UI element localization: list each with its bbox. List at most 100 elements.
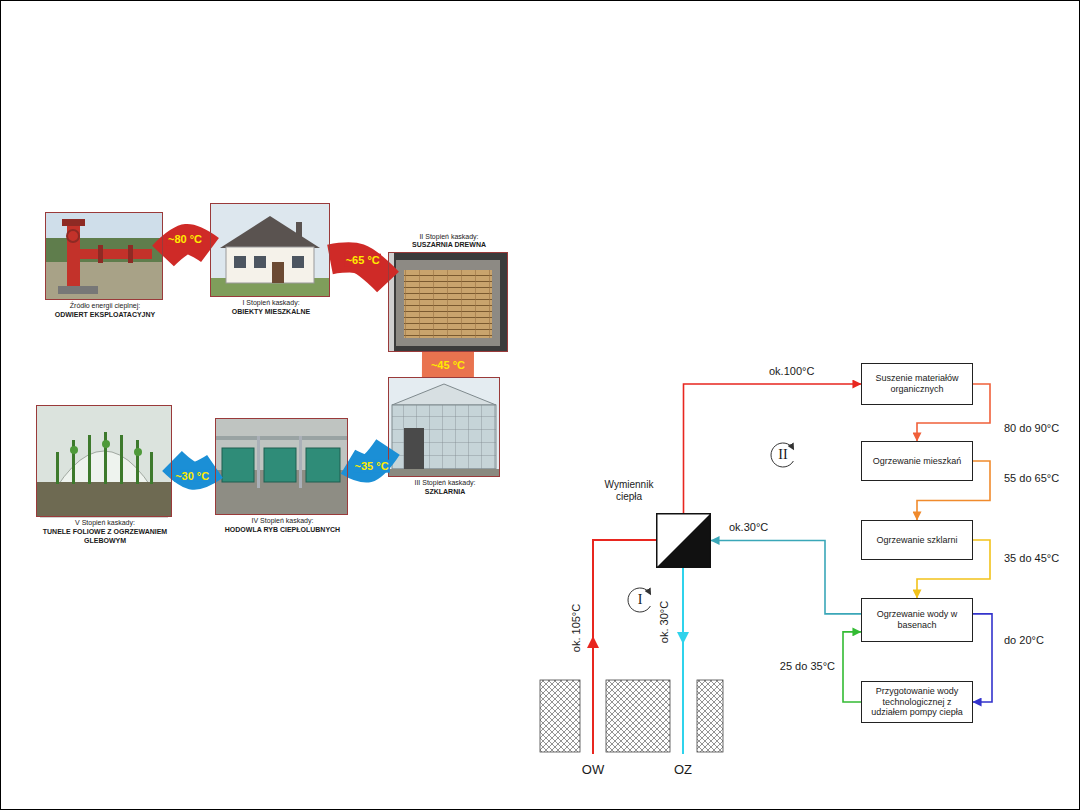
foil-tunnel-photo	[134, 448, 142, 456]
temperature-label: ~30 °C	[174, 469, 210, 482]
greenhouse-photo	[388, 377, 500, 477]
process-box: Suszenie materiałów organicznych	[861, 363, 973, 405]
temperature-label: ok. 30°C	[658, 601, 671, 643]
caption-text: II Stopień kaskady:	[374, 233, 524, 242]
ground-hatch	[697, 680, 723, 752]
caption-text: OBIEKTY MIESZKALNE	[191, 308, 351, 317]
temperature-label: do 20°C	[1003, 634, 1045, 647]
foil-tunnel-photo	[36, 482, 172, 517]
temperature-label: ok.100°C	[768, 365, 815, 378]
well-photo	[45, 238, 163, 262]
house-photo	[210, 203, 330, 297]
well-pipes	[682, 568, 684, 754]
box-text: Ogrzewanie szklarni	[876, 535, 957, 546]
photo-caption: V Stopień kaskady:TUNELE FOLIOWE Z OGRZE…	[30, 519, 180, 545]
temperature-label: 80 do 90°C	[1003, 422, 1060, 435]
well-name: OW	[582, 763, 604, 778]
house-photo	[292, 256, 304, 268]
well-photo	[98, 245, 103, 263]
foil-tunnel-photo	[102, 440, 110, 448]
photo-caption: IV Stopień kaskady:HODOWLA RYB CIEPŁOLUB…	[198, 517, 368, 535]
fish-farm-photo	[299, 436, 302, 488]
photo-caption: II Stopień kaskady:SUSZARNIA DREWNA	[374, 233, 524, 251]
temperature-label: ~65 °C	[345, 254, 381, 267]
box-text-holder: Ogrzewanie mieszkań	[873, 456, 962, 467]
foil-tunnel-photo	[36, 405, 172, 517]
caption-text: IV Stopień kaskady:	[198, 517, 368, 526]
flow-pipe	[843, 632, 861, 702]
greenhouse-photo	[392, 384, 496, 405]
well-pipes	[593, 540, 656, 754]
fish-farm-photo	[306, 448, 340, 482]
well-photo	[45, 212, 163, 300]
fish-farm-photo	[215, 418, 348, 515]
well-name: OZ	[674, 763, 692, 778]
caption-text: ODWIERT EKSPLOATACYJNY	[25, 311, 185, 320]
well-photo	[128, 245, 133, 263]
wood-dryer-photo	[404, 270, 492, 338]
exchanger-outline	[657, 514, 711, 568]
well-photo	[80, 249, 152, 259]
well-pipes	[677, 632, 689, 644]
box-text-holder: Suszenie materiałów organicznych	[866, 373, 968, 395]
temperature-label: ok.30°C	[728, 521, 769, 534]
ground-hatch	[606, 680, 670, 752]
foil-tunnel-photo	[36, 405, 172, 517]
photo-frame: I Stopień kaskady:OBIEKTY MIESZKALNE	[210, 203, 330, 297]
flow-pipe	[973, 614, 992, 702]
temperature-label: 25 do 35°C	[779, 660, 836, 673]
photo-caption: III Stopień kaskady:SZKLARNIA	[380, 479, 510, 497]
well-photo	[45, 212, 163, 300]
process-box: Przygotowanie wody technologicznej z udz…	[861, 681, 973, 723]
caption-text: SUSZARNIA DREWNA	[374, 241, 524, 250]
greenhouse-photo	[388, 469, 500, 477]
temperature-label: ~35 °C	[354, 460, 390, 473]
temperature-label: 55 do 65°C	[1003, 472, 1060, 485]
well-photo	[62, 219, 85, 226]
wood-dryer-photo	[388, 252, 508, 352]
box-text-holder: Przygotowanie wody technologicznej z udz…	[866, 686, 968, 718]
photo-frame: V Stopień kaskady:TUNELE FOLIOWE Z OGRZE…	[36, 405, 172, 517]
well-photo	[45, 262, 163, 300]
box-text: Suszenie materiałów organicznych	[866, 373, 968, 395]
circulation-arrow	[771, 443, 793, 467]
ground-hatch	[540, 680, 580, 752]
caption-text: TUNELE FOLIOWE Z OGRZEWANIEM GLEBOWYM	[30, 528, 180, 546]
circulation-arrow	[628, 588, 650, 612]
ground-hatch	[540, 680, 723, 752]
circulation-arrow	[628, 443, 793, 612]
box-text: Przygotowanie wody technologicznej z udz…	[866, 686, 968, 718]
caption-text: III Stopień kaskady:	[380, 479, 510, 488]
circuit-number: II	[778, 447, 787, 463]
house-photo	[226, 247, 314, 283]
wood-dryer-photo	[388, 252, 508, 352]
greenhouse-photo	[404, 428, 424, 469]
fish-farm-photo	[264, 448, 296, 482]
caption-text: I Stopień kaskady:	[191, 299, 351, 308]
heat-exchanger: Wymiennik ciepła	[656, 513, 711, 568]
well-photo	[58, 286, 98, 294]
circuit-number: I	[638, 592, 643, 608]
photo-frame: III Stopień kaskady:SZKLARNIA	[388, 377, 500, 477]
process-box: Ogrzewanie mieszkań	[861, 441, 973, 481]
house-photo	[254, 256, 266, 268]
flow-pipe	[711, 541, 861, 614]
foil-tunnel-photo	[120, 435, 123, 484]
house-photo	[220, 216, 320, 248]
wood-dryer-photo	[396, 260, 500, 346]
exchanger-fill	[656, 513, 711, 568]
well-pipes	[587, 540, 689, 754]
well-photo	[67, 224, 80, 290]
exchanger-caption: Wymiennik ciepła	[594, 479, 664, 503]
foil-tunnel-photo	[150, 452, 153, 484]
temperature-label: 35 do 45°C	[1003, 552, 1060, 565]
fish-farm-photo	[257, 436, 260, 488]
caption-text: Wymiennik ciepła	[594, 479, 664, 503]
temperature-label: ok. 105°C	[570, 604, 583, 652]
box-text-holder: Ogrzewanie szklarni	[876, 535, 957, 546]
caption-text: V Stopień kaskady:	[30, 519, 180, 528]
house-photo	[234, 256, 246, 268]
well-photo	[67, 230, 79, 242]
foil-tunnel-photo	[88, 435, 91, 484]
